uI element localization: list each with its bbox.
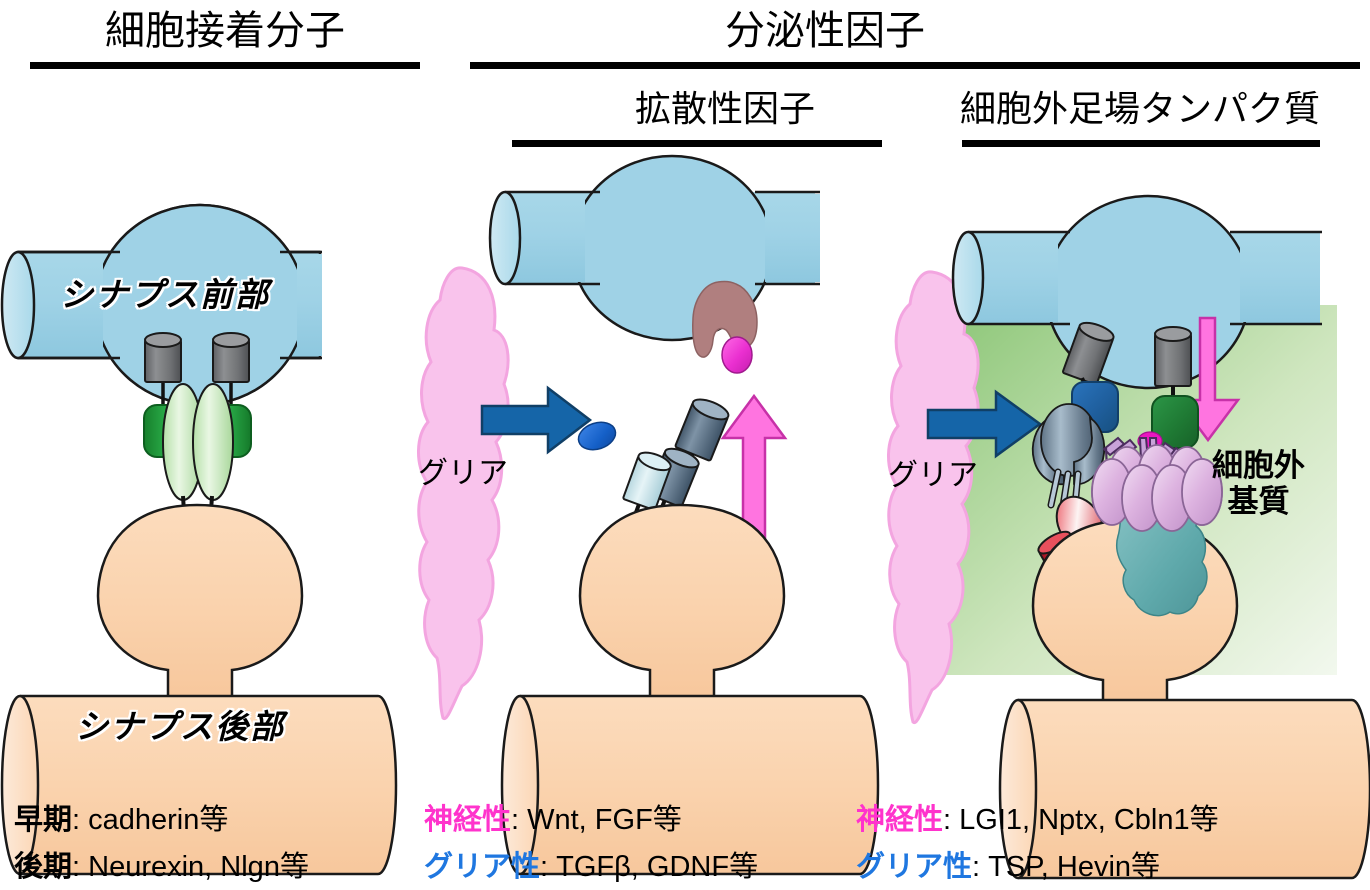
legend-tag: グリア性 [856, 851, 973, 883]
postsynaptic-dendrite-icon [998, 698, 1370, 880]
legend-left-row-1: 後期: Neurexin, Nlgn等 [14, 843, 309, 885]
header-rule-right [470, 62, 1360, 69]
postsynaptic-dendrite-icon [0, 694, 398, 876]
postsynaptic-spine-icon [578, 503, 786, 702]
legend-text: : cadherin等 [72, 804, 229, 836]
pink-arrow-icon [720, 393, 788, 558]
glia-label-right: グリア [888, 459, 978, 492]
blue-arrow-icon [926, 389, 1043, 459]
subheader-ecm-scaffold-proteins: 細胞外足場タンパク質 [959, 88, 1320, 129]
legend-middle-row-1: グリア性: TGFβ, GDNF等 [424, 843, 758, 885]
presynapse-label: シナプス前部 [60, 276, 270, 313]
postsynapse-label: シナプス後部 [75, 708, 285, 745]
legend-tag: 早期 [14, 804, 73, 836]
glia-cell-icon [417, 266, 510, 721]
legend-text: : Wnt, FGF等 [511, 804, 682, 836]
ecm-label: 細胞外 基質 [1212, 448, 1305, 520]
subheader-diffusible-factors: 拡散性因子 [634, 88, 815, 129]
postsynaptic-spine-icon [96, 503, 304, 702]
receptor-cylinder-icon [622, 398, 730, 539]
legend-left-row-0: 早期: cadherin等 [14, 796, 228, 838]
legend-tag: 神経性 [856, 804, 944, 836]
ecm-label-line2: 基質 [1227, 484, 1290, 519]
legend-text: : TSP, Hevin等 [972, 851, 1161, 883]
subheader-rule-middle [512, 140, 882, 147]
legend-tag: 後期 [14, 851, 73, 883]
ecm-label-line1: 細胞外 [1212, 448, 1305, 483]
legend-tag: 神経性 [424, 804, 512, 836]
header-secreted-factors: 分泌性因子 [725, 9, 925, 53]
postsynaptic-dendrite-icon [500, 694, 880, 876]
panel-diffusible-factors [417, 154, 880, 876]
subheader-rule-right [962, 140, 1320, 147]
panel-ecm-scaffold [887, 194, 1370, 880]
cadherin-dimer-icon [143, 332, 252, 559]
legend-right-row-1: グリア性: TSP, Hevin等 [856, 843, 1160, 885]
legend-text: : TGFβ, GDNF等 [540, 851, 759, 883]
neurotransmitter-icon [721, 336, 753, 374]
nptx-lobe-icon [1181, 458, 1223, 526]
legend-text: : Neurexin, Nlgn等 [72, 851, 309, 883]
panel-cell-adhesion [0, 203, 398, 876]
legend-text: : LGI1, Nptx, Cbln1等 [943, 804, 1219, 836]
presynaptic-axon-icon [951, 194, 1322, 390]
legend-right-row-0: 神経性: LGI1, Nptx, Cbln1等 [856, 796, 1219, 838]
legend-middle-row-0: 神経性: Wnt, FGF等 [424, 796, 682, 838]
blue-arrow-icon [480, 385, 593, 455]
diffusible-ligand-icon [577, 421, 617, 451]
presynaptic-axon-icon [488, 154, 820, 342]
glia-label-middle: グリア [418, 457, 508, 490]
header-rule-left [30, 62, 420, 69]
header-cell-adhesion-molecules: 細胞接着分子 [105, 9, 345, 53]
legend-tag: グリア性 [424, 851, 541, 883]
